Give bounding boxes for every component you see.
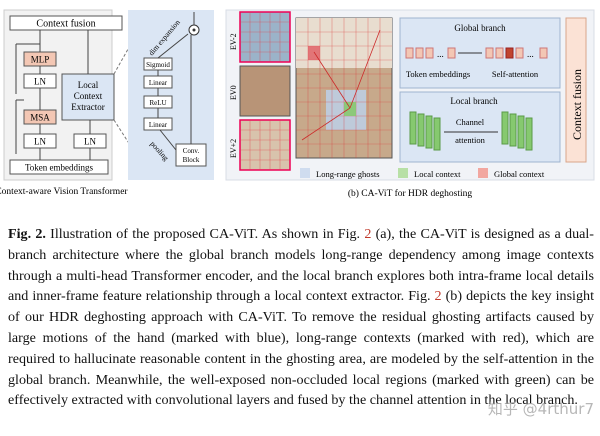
linear-top-label: Linear	[149, 79, 168, 87]
caption-ref-2[interactable]: 2	[434, 288, 442, 305]
lce-box	[61, 73, 115, 121]
thumb-ev0	[239, 65, 291, 117]
caption-a: (a) Context-aware Vision Transformer	[0, 186, 128, 197]
thumb-ev-plus2	[239, 119, 291, 171]
global-branch-title: Global branch	[454, 23, 506, 33]
context-fusion-label: Context fusion	[36, 19, 95, 30]
legend-swatch-local	[398, 168, 408, 178]
legend-ghosts: Long-range ghosts	[316, 169, 380, 179]
token-embeddings-label: Token embeddings	[25, 163, 94, 173]
local-branch-title: Local branch	[450, 96, 498, 106]
figure-caption: Fig. 2. Illustration of the proposed CA-…	[8, 224, 594, 411]
caption-b: (b) CA-ViT for HDR deghosting	[348, 188, 473, 199]
legend-swatch-ghosts	[300, 168, 310, 178]
svg-text:...: ...	[527, 49, 534, 59]
ev-label-1: EV-2	[229, 33, 238, 50]
figure-diagram: Context fusion MLP LN MSA LN Local Conte…	[0, 9, 595, 199]
caption-label: Fig. 2.	[8, 226, 46, 242]
conv-line2: Block	[183, 156, 200, 164]
watermark: 知乎 @4rthur7	[487, 400, 594, 418]
caption-part-3: (b) depicts the key insight of our HDR d…	[8, 288, 594, 409]
lce-line2: Context	[74, 91, 103, 101]
msa-label: MSA	[30, 113, 50, 123]
ln-right-label: LN	[84, 137, 96, 147]
figure: Context fusion MLP LN MSA LN Local Conte…	[0, 0, 600, 200]
caption-part-2: (a), the CA-ViT is designed as a dual-br…	[8, 226, 594, 305]
token-embeddings-box	[9, 159, 109, 175]
multiply-dot	[192, 28, 196, 32]
sigmoid-label: Sigmoid	[146, 61, 170, 69]
legend-global: Global context	[494, 169, 545, 179]
self-attention-label: Self-attention	[492, 69, 539, 79]
thumb-grids	[240, 12, 290, 170]
ln-top-label: LN	[34, 77, 46, 87]
legend-swatch-global	[478, 168, 488, 178]
svg-text:...: ...	[437, 49, 444, 59]
conv-line1: Conv.	[183, 147, 200, 155]
lce-line1: Local	[78, 80, 99, 90]
ln-bottom-label: LN	[34, 137, 46, 147]
context-fusion-bar	[565, 17, 587, 163]
legend-local: Local context	[414, 169, 461, 179]
context-fusion-box	[9, 15, 123, 31]
ev-label-3: EV+2	[229, 139, 238, 158]
mlp-label: MLP	[31, 55, 50, 65]
extractor-arrows	[157, 12, 195, 151]
global-tokens: ... ...	[405, 47, 548, 59]
caption-ref-1[interactable]: 2	[364, 226, 372, 242]
linear-bottom-label: Linear	[149, 121, 168, 129]
local-feature-maps	[409, 111, 533, 151]
attention-lines	[301, 29, 381, 141]
thumb-ev-minus2	[239, 11, 291, 63]
channel-attention-line1: Channel	[456, 117, 485, 127]
relu-label: ReLU	[149, 99, 166, 107]
channel-attention-line2: attention	[455, 135, 485, 145]
caption-part-1: Illustration of the proposed CA-ViT. As …	[45, 226, 365, 242]
lce-line3: Extractor	[71, 102, 104, 112]
local-context-cell	[344, 102, 356, 116]
ev-label-2: EV0	[229, 85, 238, 100]
context-fusion-vertical: Context fusion	[570, 69, 584, 140]
global-token-embeddings: Token embeddings	[406, 69, 470, 79]
left-arrows	[15, 30, 91, 160]
